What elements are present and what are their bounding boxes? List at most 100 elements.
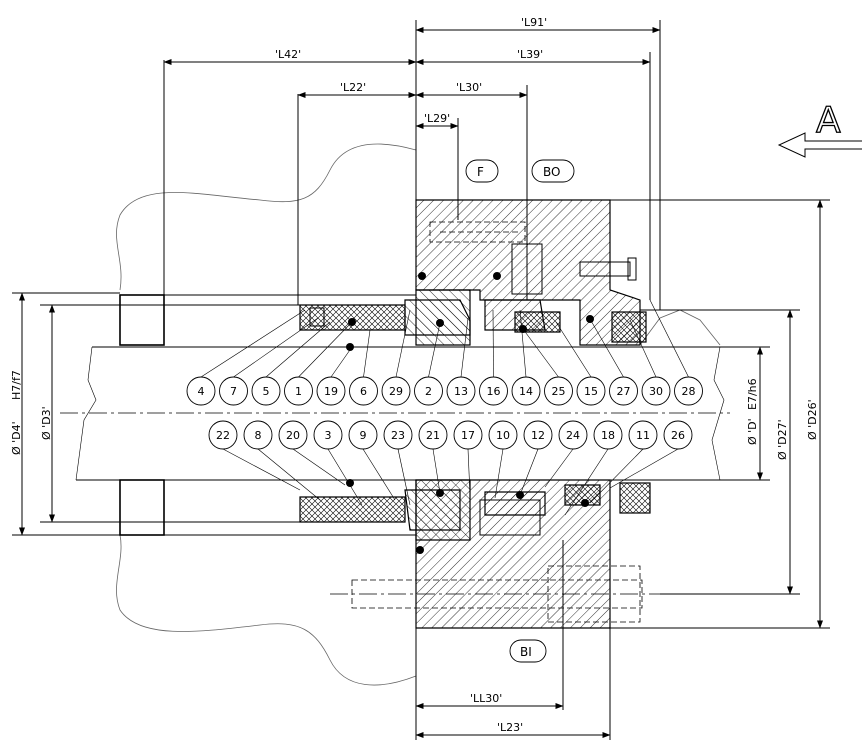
- dim-l29: 'L29': [424, 112, 450, 125]
- dia-d: Ø 'D': [746, 418, 759, 445]
- part-number: 19: [324, 385, 338, 398]
- port-f: F: [477, 165, 484, 179]
- part-bubble: [453, 420, 483, 450]
- part-number: 27: [617, 385, 631, 398]
- part-number: 5: [263, 385, 270, 398]
- part-number: 3: [325, 429, 332, 442]
- part-number: 22: [216, 429, 230, 442]
- leader-lines: [200, 299, 689, 516]
- part-number: 24: [566, 429, 580, 442]
- dimension-lines: 'L91' 'L42' 'L39' 'L22' 'L30' 'L29' 'LL3…: [10, 16, 830, 740]
- dia-d26: Ø 'D26': [806, 399, 819, 440]
- part-bubble: [381, 376, 411, 406]
- part-bubble: [284, 376, 313, 406]
- port-bi: BI: [520, 645, 532, 659]
- leader-line: [544, 448, 574, 488]
- part-number: 10: [496, 429, 510, 442]
- part-number: 21: [426, 429, 440, 442]
- shaft: [60, 346, 730, 481]
- leader-line: [519, 309, 527, 378]
- dim-l42: 'L42': [275, 48, 301, 61]
- part-number: 30: [649, 385, 663, 398]
- part-bubble: [488, 420, 518, 450]
- leader-line: [200, 309, 306, 378]
- leader-line: [395, 309, 411, 378]
- leader-line: [494, 448, 504, 499]
- leader-line: [327, 448, 363, 506]
- leader-line: [233, 317, 319, 378]
- leader-line: [467, 448, 471, 496]
- bore: [119, 60, 416, 536]
- leader-line: [298, 321, 353, 378]
- part-number: 23: [391, 429, 405, 442]
- leader-line: [428, 322, 441, 378]
- part-number: 20: [286, 429, 300, 442]
- part-bubble: [511, 376, 541, 406]
- part-number: 18: [601, 429, 615, 442]
- gland-bolt: [330, 565, 660, 623]
- part-bubble: [186, 376, 216, 406]
- dia-d-fit: E7/h6: [746, 378, 759, 410]
- part-bubble: [628, 420, 658, 450]
- part-bubble: [383, 420, 413, 450]
- part-bubble: [674, 376, 703, 406]
- part-number: 15: [584, 385, 598, 398]
- part-bubble: [609, 376, 638, 406]
- leader-line: [555, 321, 592, 378]
- part-number: 12: [531, 429, 545, 442]
- leader-line: [564, 448, 609, 516]
- leader-line: [397, 448, 411, 506]
- part-bubble: [663, 420, 693, 450]
- part-bubble: [479, 376, 508, 406]
- port-callouts: F BO BI: [465, 159, 575, 663]
- part-number: 8: [255, 429, 262, 442]
- part-bubble: [313, 420, 343, 450]
- dia-d27: Ø 'D27': [776, 419, 789, 460]
- dim-l22: 'L22': [340, 81, 366, 94]
- leader-line: [589, 448, 644, 504]
- part-number: 28: [682, 385, 696, 398]
- part-number: 26: [671, 429, 685, 442]
- dim-l30: 'L30': [456, 81, 482, 94]
- leader-line: [432, 448, 441, 494]
- part-bubble: [349, 376, 378, 406]
- dim-ll30: 'LL30': [470, 692, 502, 705]
- leader-line: [460, 317, 469, 378]
- leader-line: [362, 448, 396, 501]
- part-bubble: [523, 420, 553, 450]
- port-bo: BO: [543, 165, 560, 179]
- leader-line: [330, 346, 353, 378]
- part-bubble: [593, 420, 623, 450]
- leader-line: [589, 318, 624, 378]
- leader-line: [522, 328, 559, 378]
- part-number: 13: [454, 385, 468, 398]
- part-bubble: [208, 420, 238, 450]
- part-number: 17: [461, 429, 475, 442]
- dim-l23: 'L23': [497, 721, 523, 734]
- seal-faces-lower: [299, 484, 601, 531]
- view-arrow-a: A: [777, 99, 862, 158]
- part-bubble: [641, 376, 671, 406]
- part-bubble: [278, 420, 308, 450]
- part-bubble: [544, 376, 573, 406]
- part-number: 9: [360, 429, 367, 442]
- part-number: 6: [360, 385, 367, 398]
- part-number: 16: [487, 385, 501, 398]
- leader-line: [649, 299, 689, 378]
- part-number: 4: [198, 385, 205, 398]
- leader-line: [292, 448, 346, 486]
- part-bubble: [219, 376, 248, 406]
- part-bubble: [251, 376, 281, 406]
- dia-d3: Ø 'D3': [40, 406, 53, 440]
- leader-line: [222, 448, 301, 491]
- part-bubble: [243, 420, 273, 450]
- part-bubble: [316, 376, 346, 406]
- leader-line: [629, 319, 657, 378]
- leader-line: [257, 448, 321, 501]
- part-bubble: [558, 420, 588, 450]
- leader-line: [492, 309, 494, 378]
- part-number: 7: [230, 385, 237, 398]
